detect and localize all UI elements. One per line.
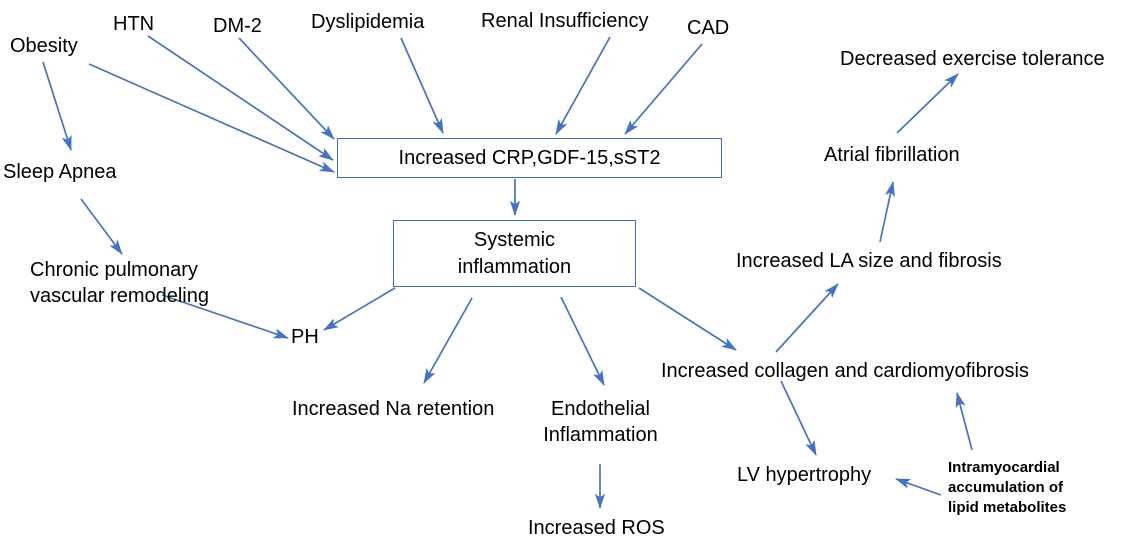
edge-renal-crp: [555, 36, 611, 135]
edge-la-size-afib: [879, 181, 895, 243]
edge-collagen-lv: [780, 380, 817, 456]
node-obesity: Obesity: [10, 35, 78, 57]
edge-afib-exercise: [896, 73, 959, 134]
edge-collagen-la-size: [775, 283, 839, 353]
box-systemic-inflammation: Systemic inflammation: [393, 220, 636, 287]
node-increased-la-size-and-fibrosis: Increased LA size and fibrosis: [736, 250, 1002, 272]
edge-lipid-collagen: [955, 392, 973, 451]
node-chronic-pulmonary-vascular-remodeling: Chronic pulmonary vascular remodeling: [30, 259, 209, 307]
node-increased-na-retention: Increased Na retention: [292, 398, 495, 420]
edge-systemic-endothelial: [560, 296, 605, 386]
node-endothelial-inflammation: Endothelial Inflammation: [543, 398, 658, 446]
node-intramyocardial-lipid-metabolites: Intramyocardial accumulation of lipid me…: [948, 459, 1067, 516]
node-renal-insufficiency: Renal Insufficiency: [481, 10, 649, 32]
edge-dyslipidemia-crp: [400, 37, 444, 134]
node-dm-2: DM-2: [213, 15, 262, 37]
edge-systemic-ph: [323, 287, 396, 331]
node-ph: PH: [291, 326, 319, 348]
edge-obesity-sleep-apnea: [42, 61, 72, 151]
node-lv-hypertrophy: LV hypertrophy: [737, 464, 872, 486]
node-increased-ros: Increased ROS: [528, 517, 665, 539]
edge-obesity-crp: [88, 63, 335, 173]
edge-htn-crp: [147, 35, 334, 161]
edge-systemic-na: [423, 297, 473, 384]
node-dyslipidemia: Dyslipidemia: [311, 11, 425, 33]
edge-sleep-apnea-chronic-pulm: [80, 198, 123, 255]
edge-systemic-collagen: [638, 287, 737, 351]
edge-dm2-crp: [238, 37, 335, 140]
node-sleep-apnea: Sleep Apnea: [3, 161, 117, 183]
edge-lipid-lv: [895, 478, 942, 496]
node-increased-collagen-and-cardiomyofibrosis: Increased collagen and cardiomyofibrosis: [661, 360, 1029, 382]
box-increased-crp-gdf15-sst2: Increased CRP,GDF-15,sST2: [337, 138, 722, 178]
node-decreased-exercise-tolerance: Decreased exercise tolerance: [840, 48, 1105, 70]
node-cad: CAD: [687, 17, 730, 39]
node-htn: HTN: [113, 13, 155, 35]
edge-cad-crp: [624, 43, 703, 135]
node-atrial-fibrillation: Atrial fibrillation: [824, 144, 960, 166]
